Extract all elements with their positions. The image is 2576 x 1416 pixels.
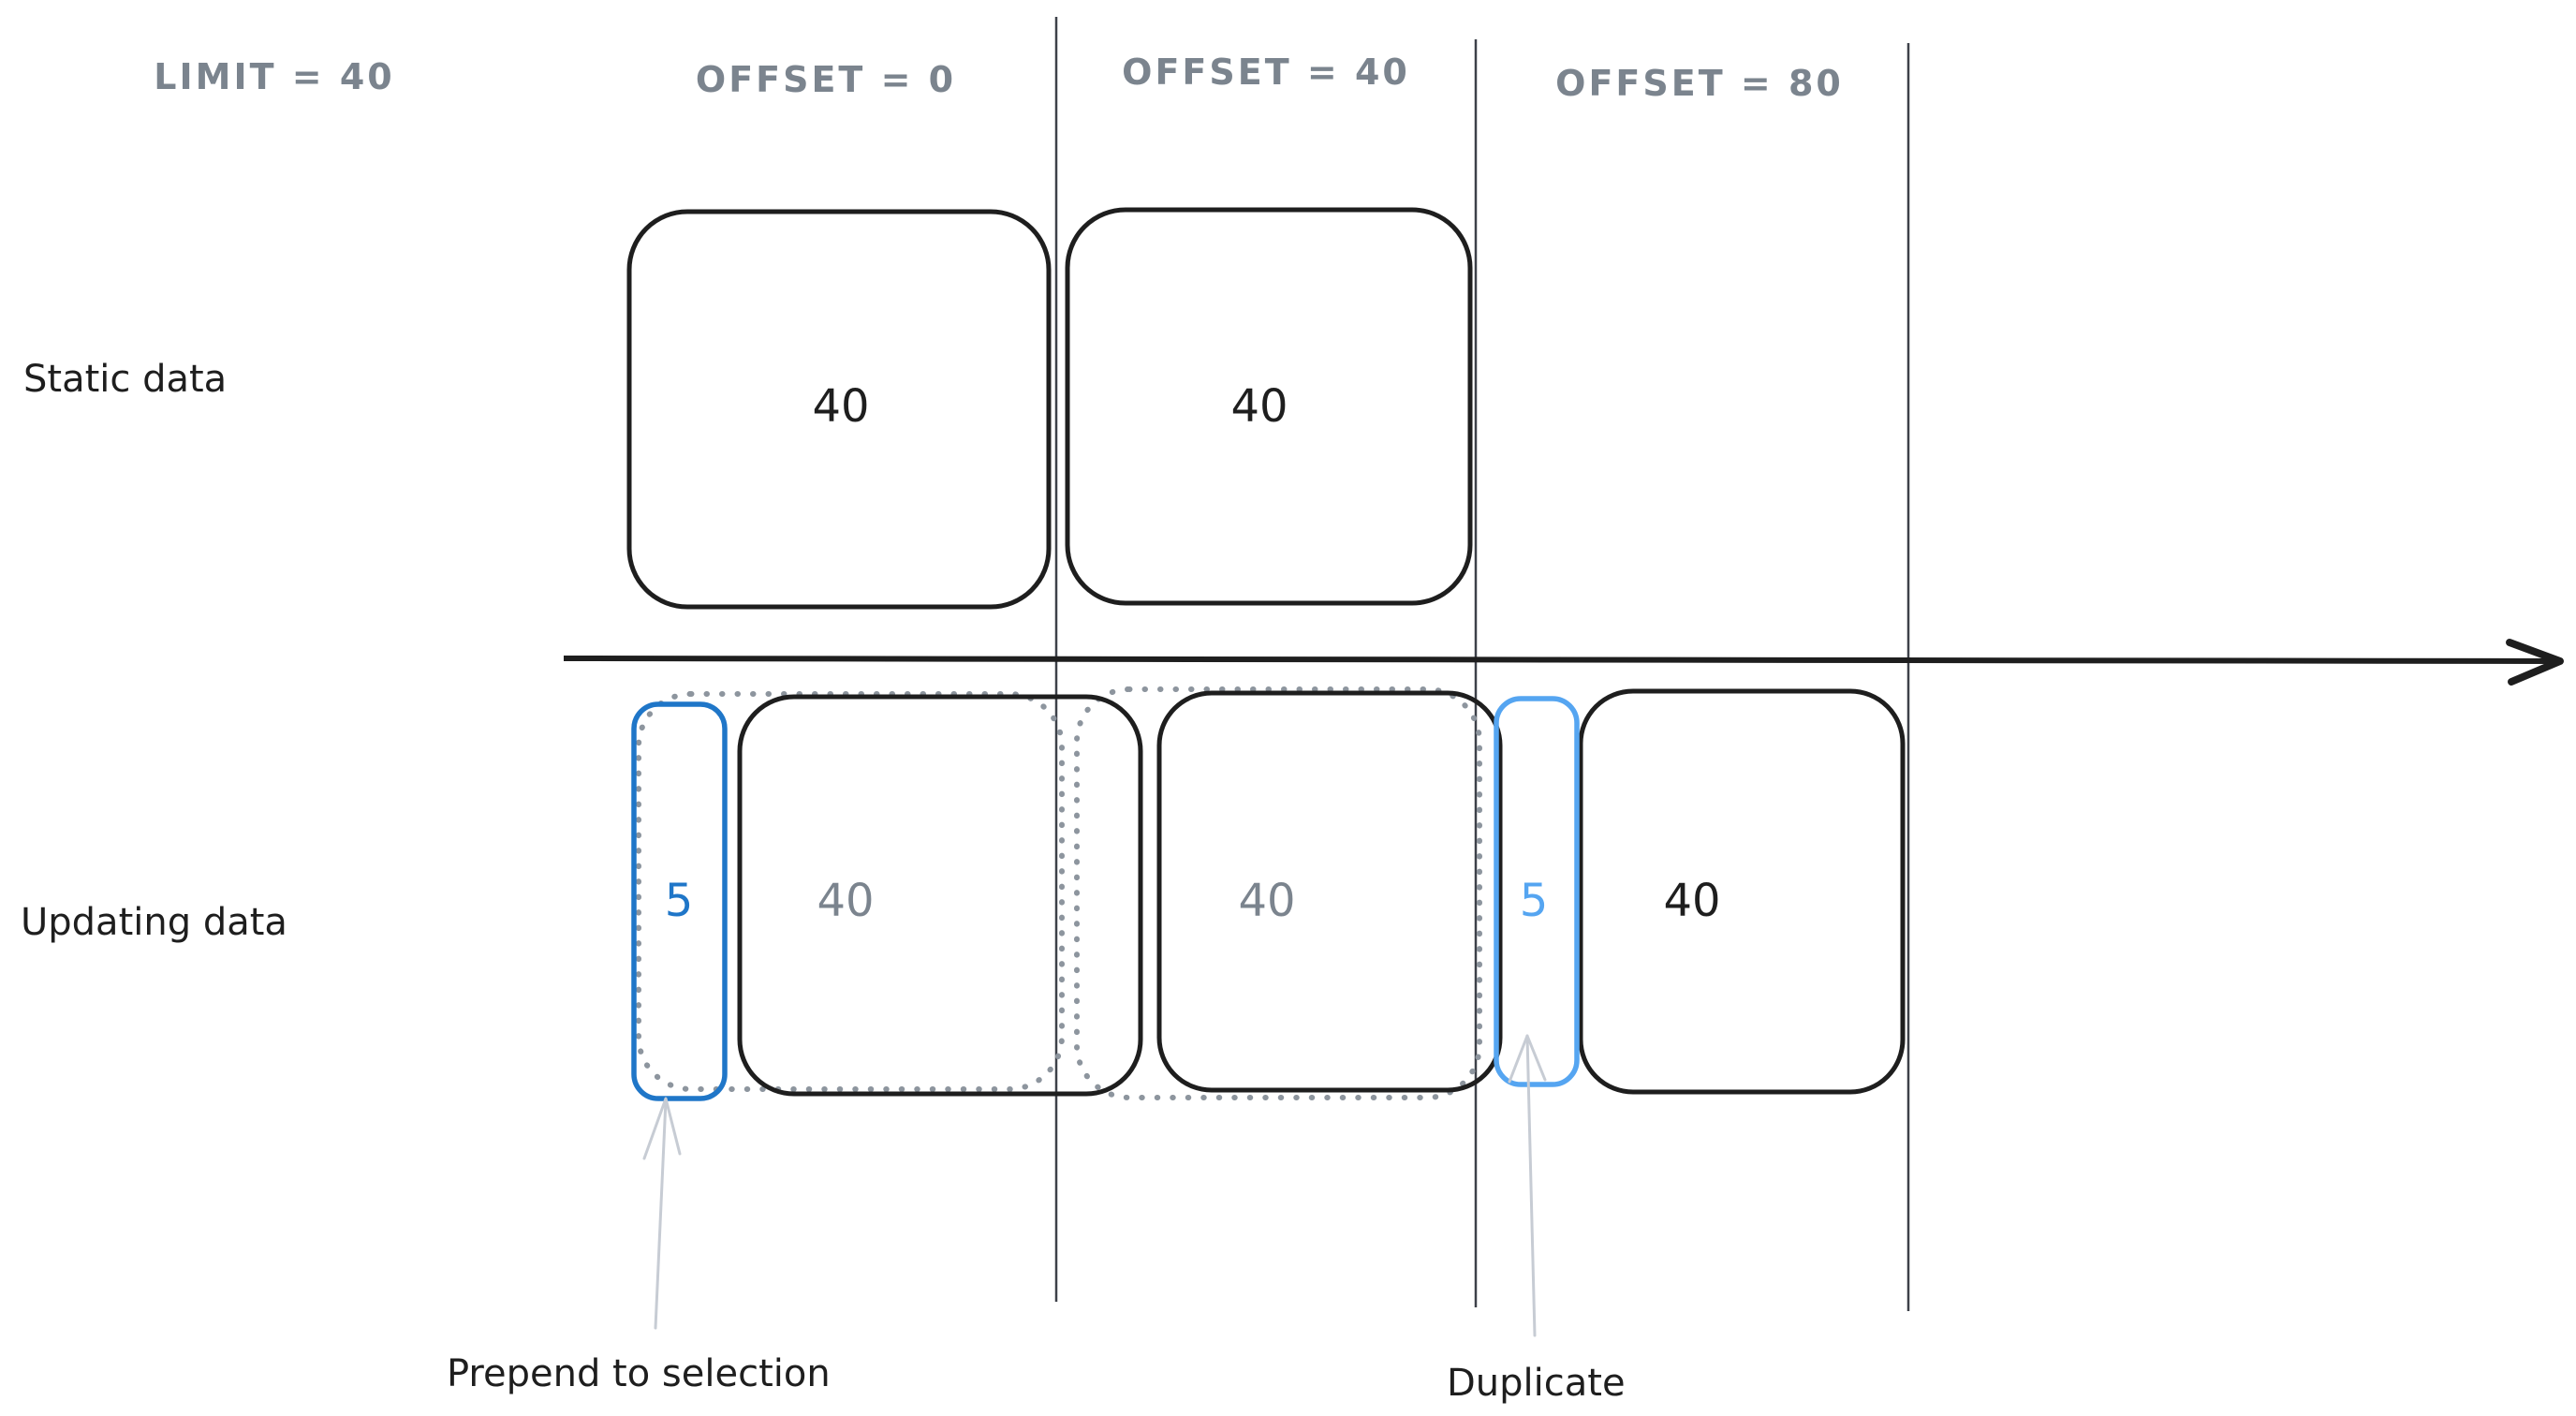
updating-page-1-box [737,694,1143,1097]
static-row-label: Static data [23,358,227,401]
updating-page-2-box [1156,690,1503,1093]
static-page-1-box [626,209,1052,610]
updating-page-2-count: 40 [1238,875,1295,927]
limit-label: LIMIT = 40 [154,56,394,97]
offset-80-label: OFFSET = 80 [1555,63,1844,104]
prepend-annotation: Prepend to selection [447,1097,831,1395]
static-page-2-box [1065,207,1473,606]
timeline-arrow [563,639,2564,686]
updating-page-3-box [1578,688,1906,1095]
updating-page-1-count: 40 [817,875,874,927]
prepended-items-count: 5 [665,875,694,927]
updating-page-3-count: 40 [1663,875,1720,927]
static-page-1-count: 40 [812,380,869,433]
duplicate-items-box [1494,696,1580,1087]
offset-0-label: OFFSET = 0 [696,59,956,100]
prepend-annotation-label: Prepend to selection [447,1352,831,1395]
ghost-page-2-box [1074,686,1482,1100]
offset-40-label: OFFSET = 40 [1122,52,1410,93]
timeline-arrow-line [563,656,2554,664]
duplicate-annotation-label: Duplicate [1447,1362,1626,1405]
prepend-annotation-arrow [654,1099,668,1330]
static-page-2-count: 40 [1230,380,1288,433]
timeline-arrow-head [2506,639,2564,686]
duplicate-annotation-arrowhead [1508,1034,1547,1084]
duplicate-annotation: Duplicate [1447,1034,1626,1405]
prepend-annotation-arrowhead [642,1097,682,1160]
prepended-items-box [631,701,728,1101]
duplicate-annotation-arrow [1525,1034,1537,1337]
duplicate-items-count: 5 [1520,875,1549,927]
updating-row-label: Updating data [21,901,287,944]
